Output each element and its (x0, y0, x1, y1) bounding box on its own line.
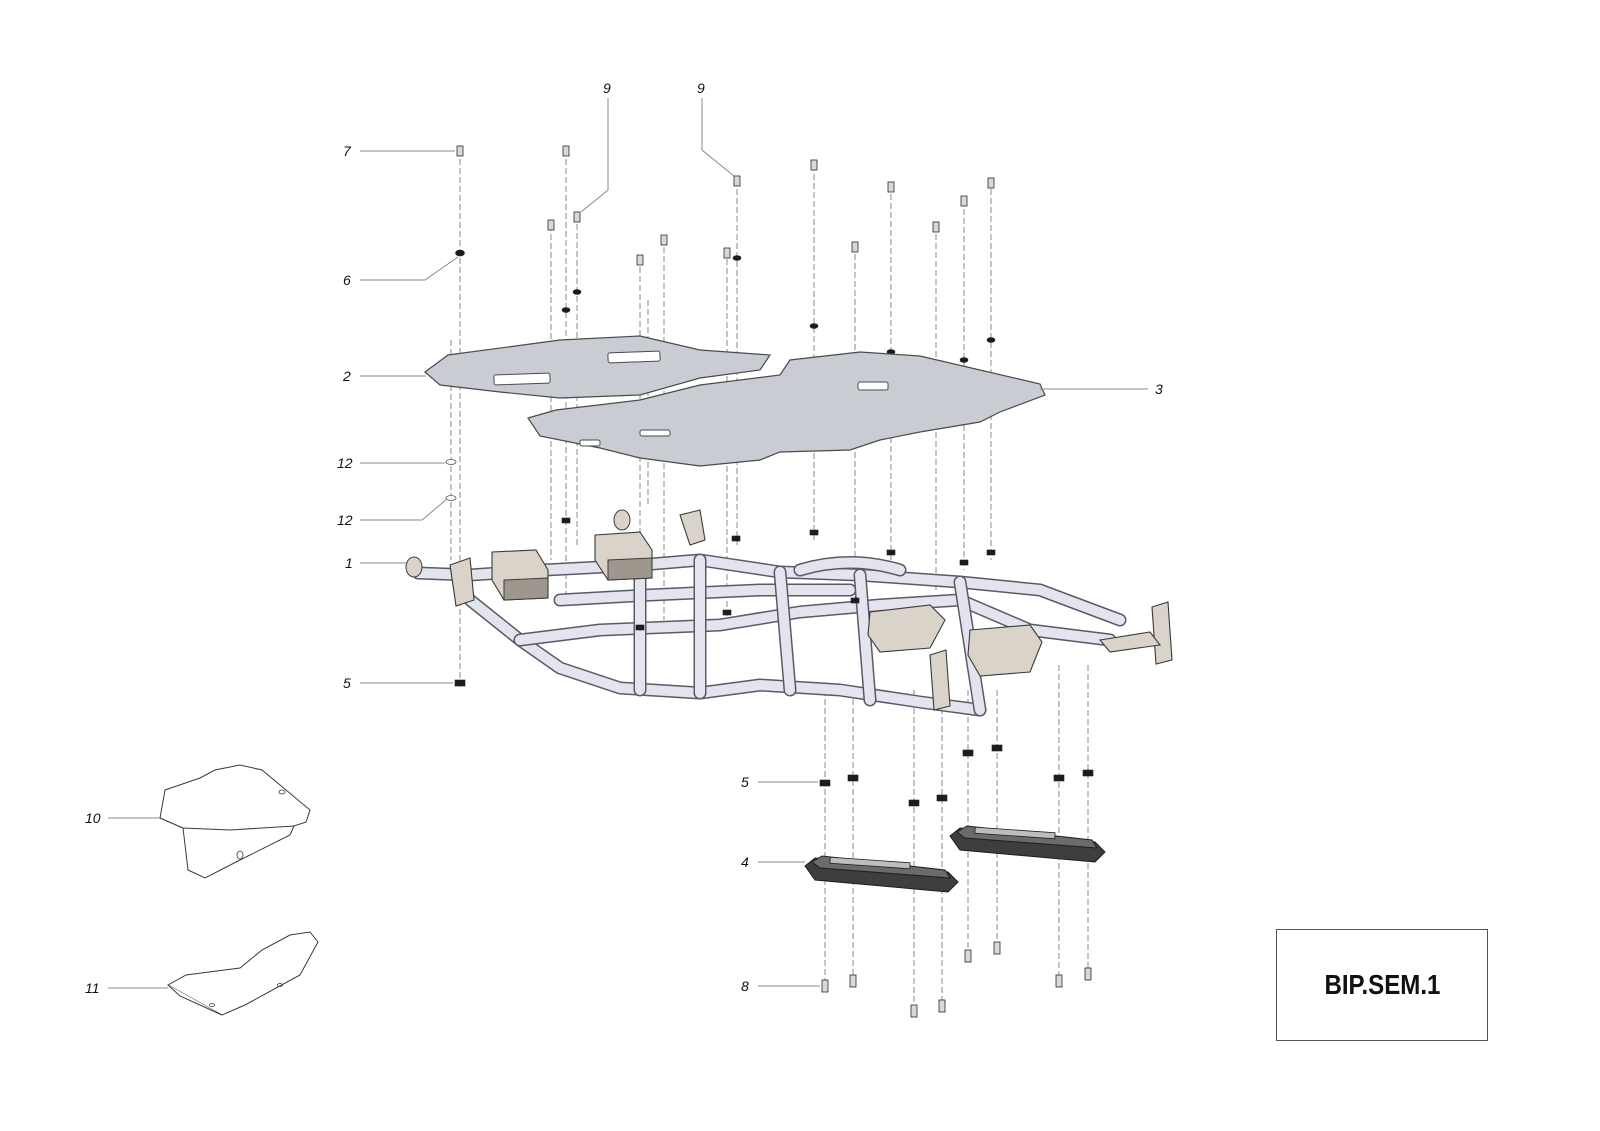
chassis-frame (405, 509, 1173, 717)
callout-8: 8 (741, 978, 749, 994)
floor-plate-right (527, 351, 1046, 467)
foot-pad-left (804, 855, 959, 893)
callout-12b: 12 (337, 512, 353, 528)
callout-11: 11 (85, 980, 100, 996)
callout-labels: 7 9 9 6 2 3 12 12 1 5 5 4 8 10 11 (85, 80, 1163, 996)
shield-part-10 (159, 764, 311, 879)
callout-3: 3 (1155, 381, 1163, 397)
callout-10: 10 (85, 810, 101, 826)
callout-1: 1 (345, 555, 353, 571)
callout-5b: 5 (741, 774, 749, 790)
lower-nuts (819, 744, 1094, 807)
shield-part-11 (166, 931, 319, 1016)
drawing-code-box: BIP.SEM.1 (1276, 929, 1488, 1041)
callout-9b: 9 (697, 80, 705, 96)
callout-2: 2 (342, 368, 351, 384)
leader-lines (108, 98, 1148, 989)
foot-pad-right (949, 825, 1106, 863)
frame-nuts (454, 517, 996, 687)
lower-bolts (821, 941, 1092, 1018)
callout-7: 7 (343, 143, 352, 159)
top-bolts (456, 145, 995, 266)
callout-12a: 12 (337, 455, 353, 471)
callout-6: 6 (343, 272, 351, 288)
callout-5a: 5 (343, 675, 351, 691)
callout-9a: 9 (603, 80, 611, 96)
washers (445, 249, 996, 501)
floor-plate-left (424, 335, 772, 399)
callout-4: 4 (741, 854, 749, 870)
drawing-code: BIP.SEM.1 (1324, 969, 1440, 1000)
